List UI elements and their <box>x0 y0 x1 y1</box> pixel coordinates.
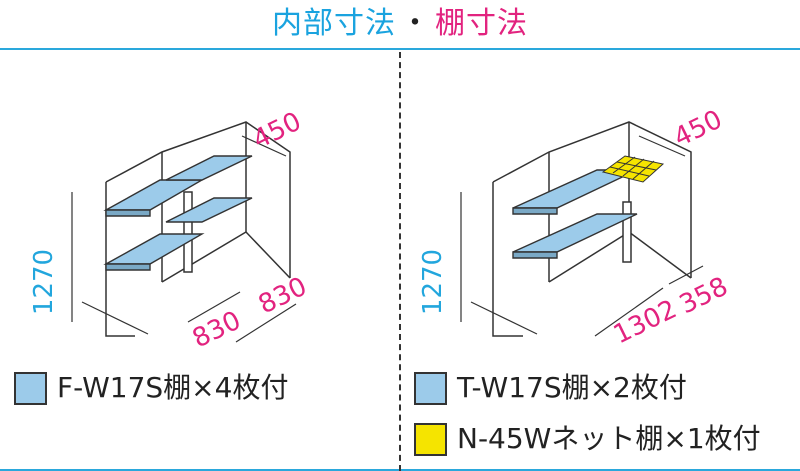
right-frame-back-floor <box>628 231 692 279</box>
right-depth-dim-line <box>470 301 538 335</box>
right-legend-item-2: N-45Wネット棚×1枚付 <box>414 422 761 456</box>
left-shelves <box>103 155 253 271</box>
right-width-dim-line-a <box>594 287 664 337</box>
header: 内部寸法・棚寸法 <box>0 0 800 48</box>
left-depth-dim-line <box>81 301 149 335</box>
left-width-dim-line-b <box>235 303 297 343</box>
right-frame-front <box>492 182 523 337</box>
left-legend-label: F-W17S棚×4枚付 <box>57 371 289 404</box>
left-shelfdepth-dim-line <box>241 135 287 157</box>
page-title: 内部寸法・棚寸法 <box>0 4 800 44</box>
panel-divider <box>399 52 401 471</box>
shelf-swatch <box>14 371 47 405</box>
title-separator: ・ <box>400 6 431 41</box>
right-shelfdepth-label: 450 <box>669 105 727 154</box>
left-frame-front <box>105 182 135 337</box>
right-width-dim-line-b <box>668 265 704 285</box>
right-height-label: 1270 <box>418 249 448 315</box>
right-shed-diagram: 1270 790 450 1302 358 <box>418 105 733 351</box>
left-shelf-2 <box>165 155 253 181</box>
left-frame-floor-diag <box>161 231 247 283</box>
title-shelf-dimensions: 棚寸法 <box>435 6 528 41</box>
header-rule <box>0 48 800 50</box>
right-width-label-a: 1302 <box>609 294 682 350</box>
title-inner-dimensions: 内部寸法 <box>272 6 396 41</box>
left-height-label: 1270 <box>29 249 59 315</box>
right-width-label-b: 358 <box>675 272 733 321</box>
right-shelves <box>512 169 638 259</box>
right-frame-floor-diag <box>548 231 630 283</box>
right-legend-label-1: T-W17S棚×2枚付 <box>457 371 687 404</box>
left-width-label-a: 830 <box>188 306 246 352</box>
net-shelf-swatch <box>414 422 447 456</box>
left-shed-diagram: 1270 790 450 830 830 <box>29 107 312 352</box>
shelf-swatch <box>414 371 447 405</box>
left-shelfdepth-label: 450 <box>248 107 306 156</box>
left-legend-item: F-W17S棚×4枚付 <box>14 371 288 405</box>
left-frame-back-floor <box>245 231 291 279</box>
right-legend-item-1: T-W17S棚×2枚付 <box>414 371 687 405</box>
right-center-post <box>622 201 632 263</box>
left-center-post <box>183 191 193 273</box>
right-legend-label-2: N-45Wネット棚×1枚付 <box>457 422 761 455</box>
left-width-dim-line-a <box>187 291 241 323</box>
right-shelf-2 <box>512 213 638 253</box>
left-shelf-4 <box>165 197 253 223</box>
right-net-shelf <box>601 155 665 183</box>
right-shelfdepth-dim-line <box>638 135 686 157</box>
